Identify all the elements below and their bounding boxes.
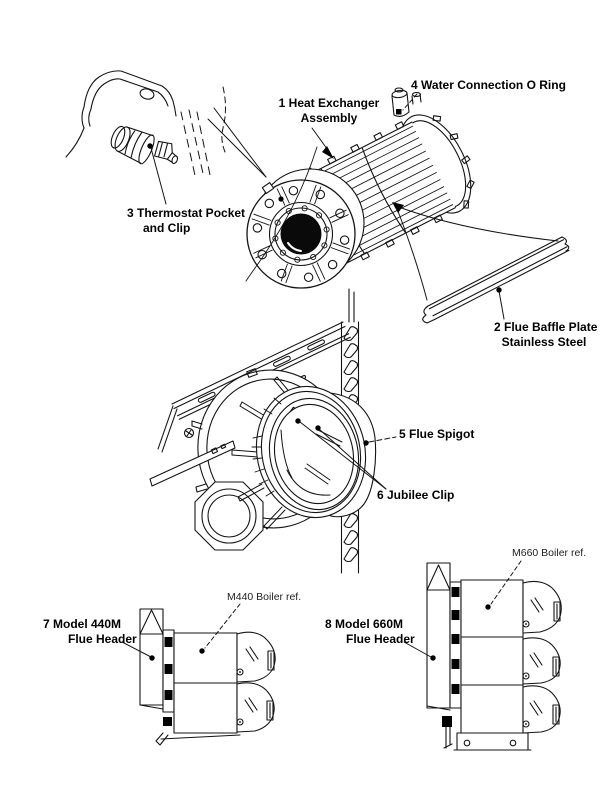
label-water-connection-o-ring: 4 Water Connection O Ring: [411, 78, 566, 93]
label-jubilee-clip: 6 Jubilee Clip: [377, 488, 454, 503]
flue-baffle-plate-drawing: [422, 236, 570, 324]
label-line: M440 Boiler ref.: [227, 591, 302, 603]
label-m440-boiler-ref: M440 Boiler ref.: [227, 591, 301, 603]
spigot-pins: [231, 376, 293, 530]
arrowhead: [322, 146, 334, 159]
label-line: 2 Flue Baffle Plate: [494, 320, 598, 334]
label-line: Flue Header: [68, 631, 137, 646]
label-line: M660 Boiler ref.: [512, 547, 587, 559]
burner-boss: [194, 481, 264, 551]
flange-bolt-holes: [252, 185, 350, 283]
hidden-hatch-lines: [180, 109, 211, 181]
label-heat-exchanger-assembly: 1 Heat Exchanger Assembly: [277, 96, 381, 125]
flue-header-440m-drawing: [139, 608, 276, 746]
arrowhead: [392, 202, 404, 213]
label-line: 7 Model 440M: [43, 617, 122, 631]
flange-spokes: [251, 184, 351, 284]
label-line: Assembly: [300, 110, 358, 125]
flue-header-660m-drawing: [426, 562, 562, 751]
label-line: 5 Flue Spigot: [399, 427, 475, 441]
label-model-440m-flue-header: 7 Model 440M Flue Header: [43, 617, 137, 646]
label-flue-baffle-plate: 2 Flue Baffle Plate Stainless Steel: [494, 320, 598, 349]
label-line: Flue Header: [346, 631, 415, 646]
mounting-bracket-drawing: [65, 70, 177, 158]
label-line: and Clip: [143, 220, 191, 235]
panel-ledge: [149, 440, 236, 487]
leader-dots: [147, 143, 502, 661]
label-m660-boiler-ref: M660 Boiler ref.: [512, 547, 586, 559]
label-line: 4 Water Connection O Ring: [411, 78, 566, 92]
label-thermostat-pocket: 3 Thermostat Pocket and Clip: [127, 206, 245, 235]
label-line: 3 Thermostat Pocket: [127, 206, 246, 220]
label-line: 6 Jubilee Clip: [377, 488, 455, 502]
label-flue-spigot: 5 Flue Spigot: [399, 427, 474, 442]
o-ring-marker: [396, 109, 402, 115]
label-line: Stainless Steel: [501, 334, 587, 349]
label-line: 1 Heat Exchanger: [278, 96, 380, 110]
label-line: 8 Model 660M: [325, 617, 404, 631]
thermostat-pocket-drawing: [110, 86, 318, 282]
water-connection-drawing: [391, 87, 422, 118]
flue-spigot-drawing: [231, 376, 377, 530]
heat-exchanger-drawing: [246, 87, 475, 289]
leader-lines: [121, 93, 559, 661]
label-model-660m-flue-header: 8 Model 660M Flue Header: [325, 617, 415, 646]
